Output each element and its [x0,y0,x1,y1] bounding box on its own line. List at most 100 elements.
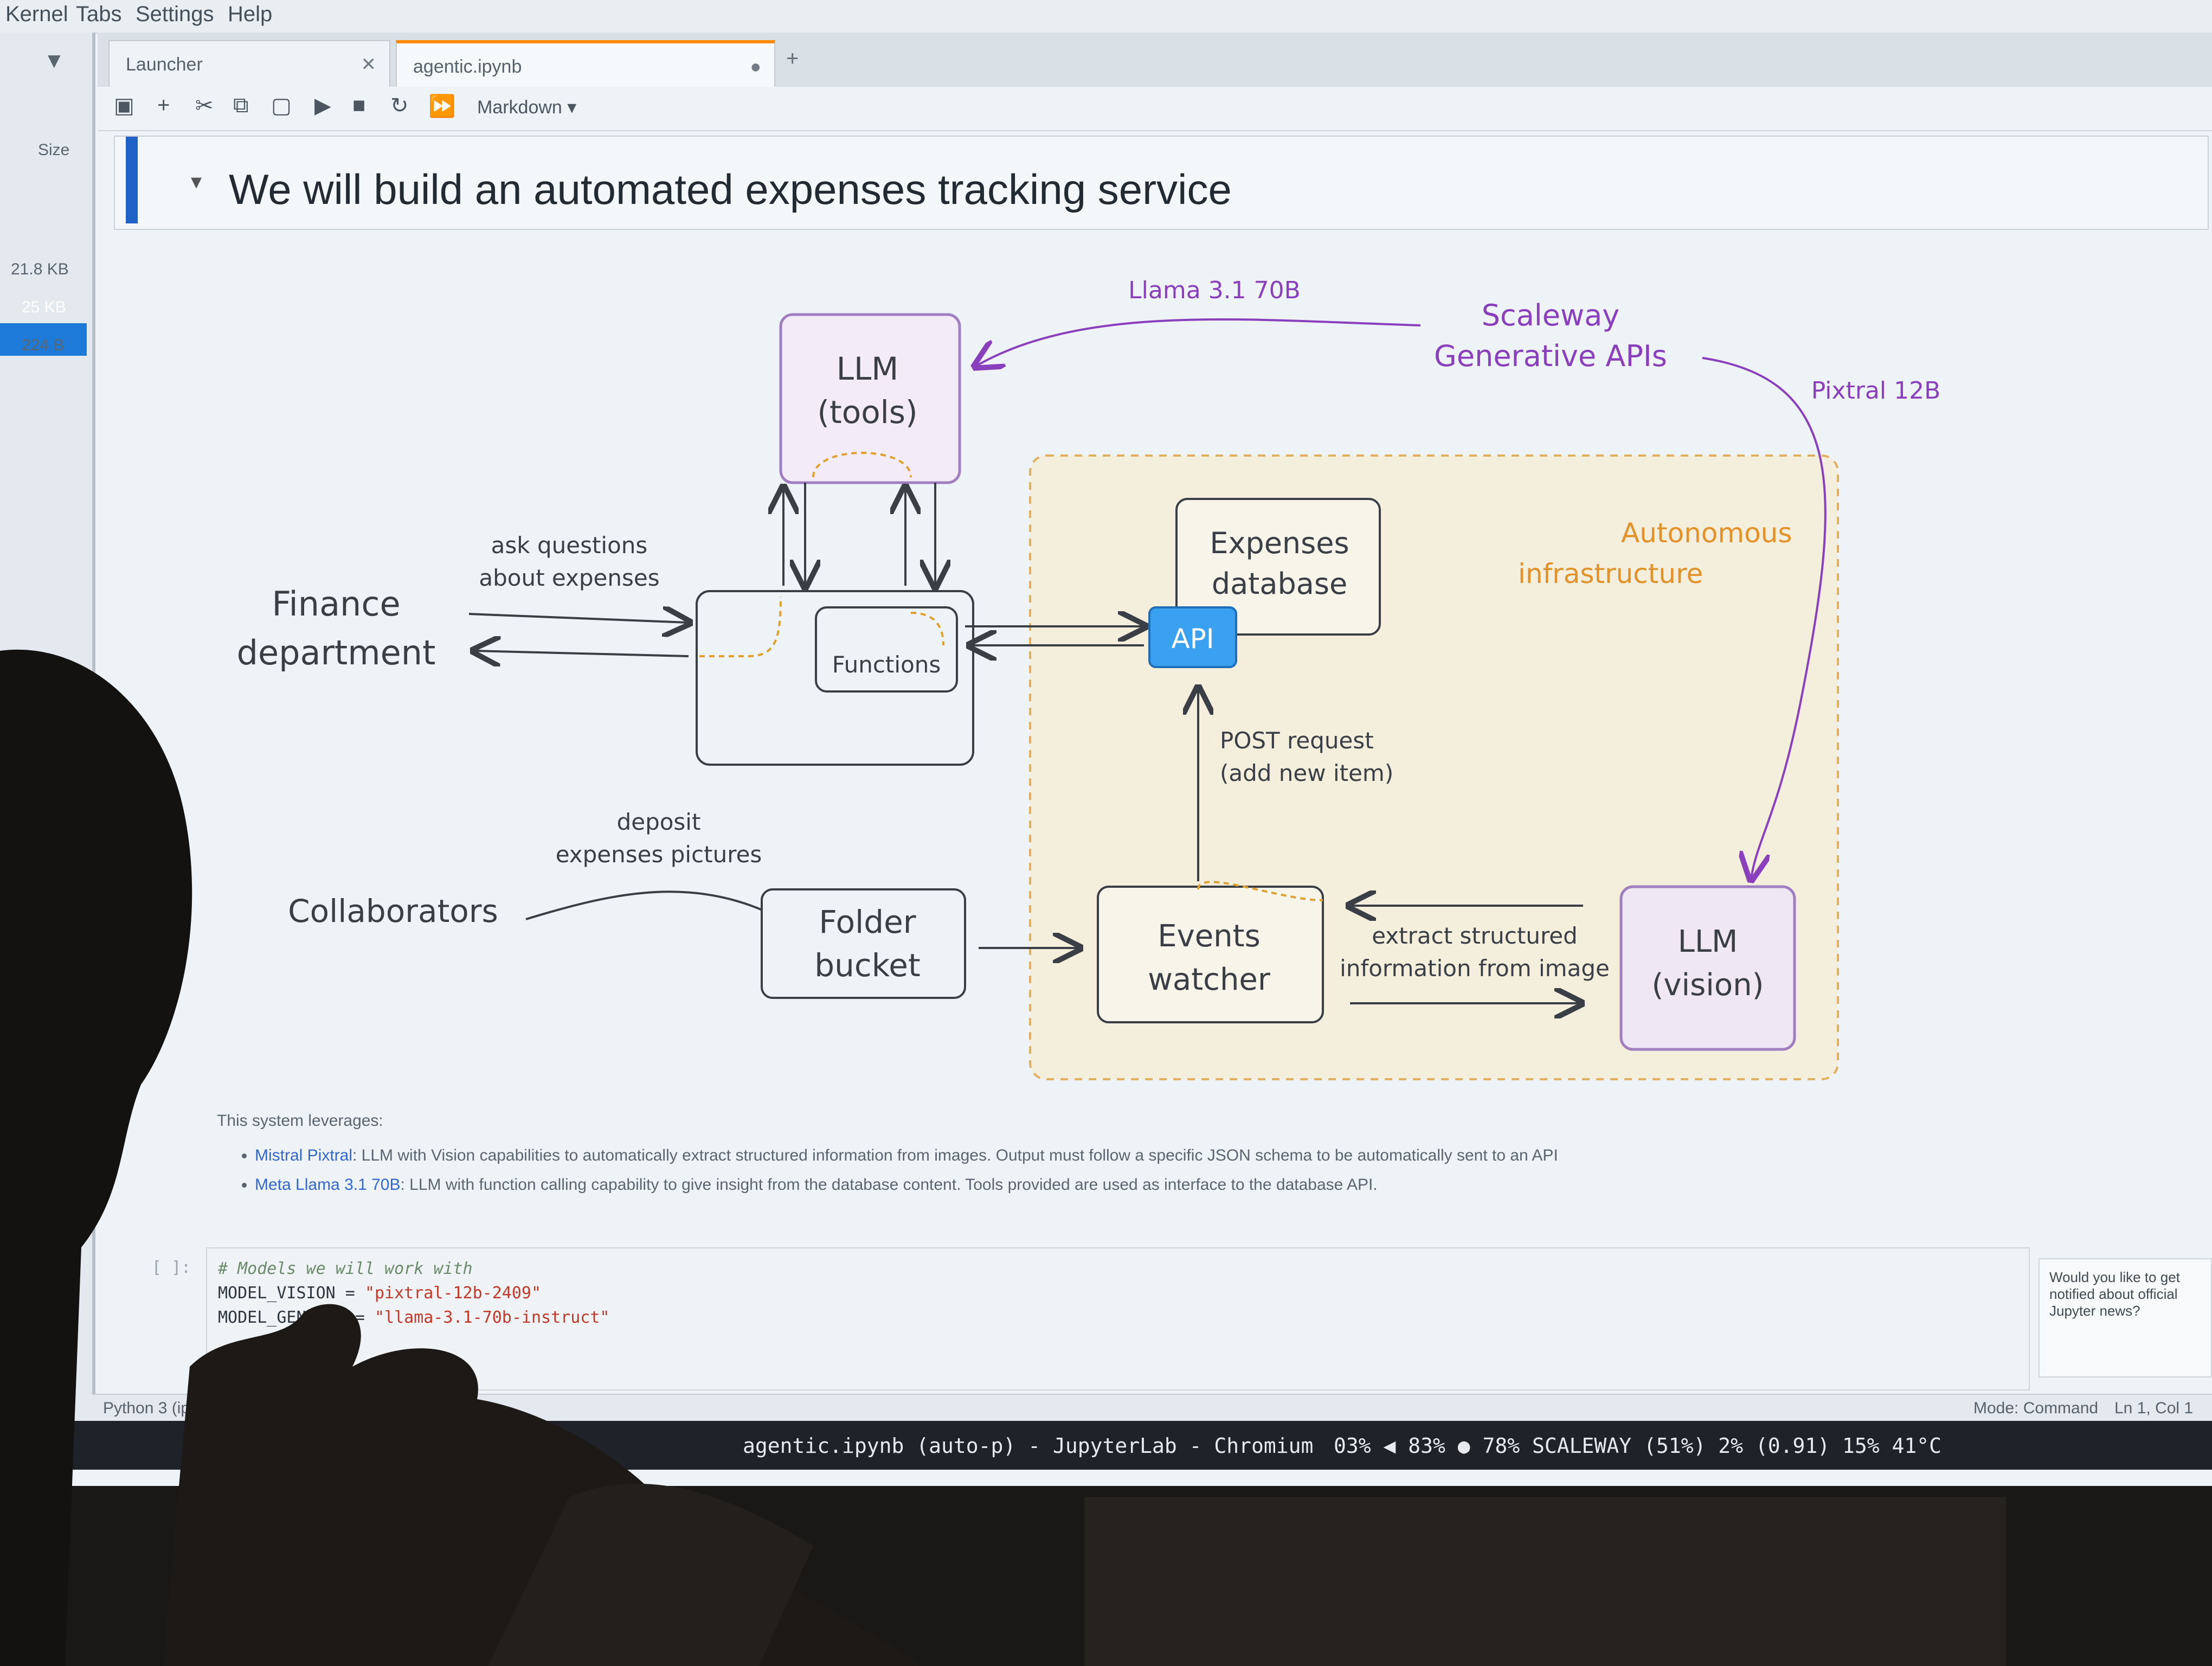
events-watcher-label: watcher [1148,962,1271,997]
copy-icon[interactable]: ⧉ [233,93,249,117]
deposit-label: deposit [617,809,701,835]
unsaved-dot-icon[interactable]: ● [750,56,761,77]
tab-bar: Launcher ✕ agentic.ipynb ● + [98,33,2212,87]
deposit-label: expenses pictures [556,841,762,868]
tab-launcher[interactable]: Launcher ✕ [108,40,390,87]
code-var: MODEL_GENERAL = [218,1308,375,1327]
add-cell-icon[interactable]: + [157,93,170,117]
projected-screen: Kernel Tabs Settings Help ▼ Size 21.8 KB… [0,0,2212,1486]
code-line: MODEL_VISION = "pixtral-12b-2409" [218,1284,541,1303]
llama-link[interactable]: Meta Llama 3.1 70B [255,1176,401,1194]
menu-tabs[interactable]: Tabs [76,2,122,26]
menu-help[interactable]: Help [228,2,273,26]
extract-label: extract structured [1372,922,1578,949]
notebook-heading: We will build an automated expenses trac… [229,165,1232,213]
news-notification[interactable]: Would you like to get notified about off… [2039,1258,2212,1377]
list-item: Mistral Pixtral: LLM with Vision capabil… [255,1146,2006,1165]
folder-bucket-label: bucket [814,947,920,984]
status-bar: Python 3 (ipykernel) | Idle Mode: Comman… [92,1394,2212,1422]
restart-icon[interactable]: ↻ [390,94,409,118]
llm-tools-label: (tools) [817,394,917,431]
code-string: "pixtral-12b-2409" [364,1284,542,1303]
post-request-label: (add new item) [1220,760,1393,786]
expenses-db-label: Expenses [1210,526,1349,560]
api-node [1148,606,1237,668]
tab-label: agentic.ipynb [413,56,522,77]
llm-tools-label: LLM [837,350,899,387]
autonomous-label: Autonomous [1621,517,1792,549]
scaleway-label: Scaleway [1482,298,1620,332]
description-intro: This system leverages: [217,1112,383,1130]
tab-label: Launcher [126,54,203,75]
collaborators-label: Collaborators [288,893,498,930]
api-label: API [1171,623,1214,655]
file-size: 224 B [22,336,65,354]
bullet-text: : LLM with Vision capabilities to automa… [352,1146,1558,1164]
notification-text: Would you like to get notified about off… [2049,1269,2180,1319]
finance-label: Finance [272,584,400,624]
events-watcher-node [1097,886,1324,1023]
file-size: 21.8 KB [11,260,69,278]
folder-bucket-label: Folder [819,904,916,940]
scaleway-label: Generative APIs [1434,339,1667,373]
finance-label: department [237,633,436,672]
ask-questions-label: ask questions [491,532,648,559]
run-icon[interactable]: ▶ [314,94,331,118]
expenses-db-label: database [1212,567,1347,601]
notebook-toolbar: ▣ + ✂ ⧉ ▢ ▶ ■ ↻ ⏩ Markdown ▾ [98,87,2212,131]
active-cell-indicator [126,137,138,223]
expenses-database-node [1175,498,1381,636]
collapse-caret-icon[interactable]: ▾ [191,170,202,194]
cursor-position[interactable]: Ln 1, Col 1 [2114,1399,2194,1417]
bullet-text: : LLM with function calling capability t… [400,1176,1378,1194]
stop-icon[interactable]: ■ [352,93,366,117]
menu-settings[interactable]: Settings [136,2,214,26]
kernel-status[interactable]: Python 3 (ipykernel) | Idle [103,1399,287,1417]
code-comment: # Models we will work with [218,1259,473,1278]
cell-type-select[interactable]: Markdown ▾ [477,97,577,118]
cell-prompt: [ ]: [152,1258,191,1277]
markdown-heading-cell[interactable]: ▾ We will build an automated expenses tr… [114,136,2209,230]
code-string: "llama-3.1-70b-instruct" [374,1308,610,1327]
pixtral-link[interactable]: Mistral Pixtral [255,1146,353,1164]
list-item: Meta Llama 3.1 70B: LLM with function ca… [255,1176,2006,1194]
close-icon[interactable]: ✕ [361,54,377,75]
size-column-header[interactable]: Size [38,141,70,159]
cell-type-value: Markdown [477,97,562,118]
restart-run-icon[interactable]: ⏩ [428,94,455,118]
architecture-diagram: Autonomous infrastructure LLM (tools) Fi… [237,277,1941,1080]
events-watcher-label: Events [1158,919,1261,954]
menu-kernel[interactable]: Kernel [5,2,68,26]
autonomous-label: infrastructure [1518,558,1703,589]
active-window-title[interactable]: agentic.ipynb (auto-p) - JupyterLab - Ch… [743,1434,1314,1458]
new-tab-icon[interactable]: + [786,47,799,71]
code-var: MODEL_VISION = [218,1284,365,1303]
folder-bucket-node [761,888,966,999]
llm-vision-label: (vision) [1652,967,1764,1003]
code-line: MODEL_GENERAL = "llama-3.1-70b-instruct" [218,1308,609,1327]
llm-tools-node [779,313,961,484]
functions-node [815,606,958,693]
pixtral-label: Pixtral 12B [1811,377,1941,405]
description-text: This system leverages: Mistral Pixtral: … [217,1112,2006,1205]
save-icon[interactable]: ▣ [114,94,134,118]
agent-container [696,590,974,766]
ask-questions-label: about expenses [479,565,659,591]
tab-notebook[interactable]: agentic.ipynb ● [396,40,775,87]
llama-label: Llama 3.1 70B [1128,277,1301,304]
llm-vision-label: LLM [1678,924,1738,959]
file-size: 25 KB [22,298,66,316]
mode-status: Mode: Command [1973,1399,2099,1417]
llm-vision-node [1619,885,1796,1051]
cut-icon[interactable]: ✂ [195,94,214,118]
post-request-label: POST request [1220,727,1374,754]
paste-icon[interactable]: ▢ [271,94,292,118]
code-cell[interactable]: # Models we will work with MODEL_VISION … [206,1247,2030,1391]
functions-label: Functions [832,651,941,678]
extract-label: information from image [1340,955,1610,982]
selected-file-row[interactable] [0,323,87,356]
os-taskbar: agentic.ipynb (auto-p) - JupyterLab - Ch… [0,1421,2212,1470]
filter-icon[interactable]: ▼ [43,49,65,73]
system-stats: 03% ◀ 83% ● 78% SCALEWAY (51%) 2% (0.91)… [1334,1434,1942,1458]
menu-bar: Kernel Tabs Settings Help [0,0,2212,34]
